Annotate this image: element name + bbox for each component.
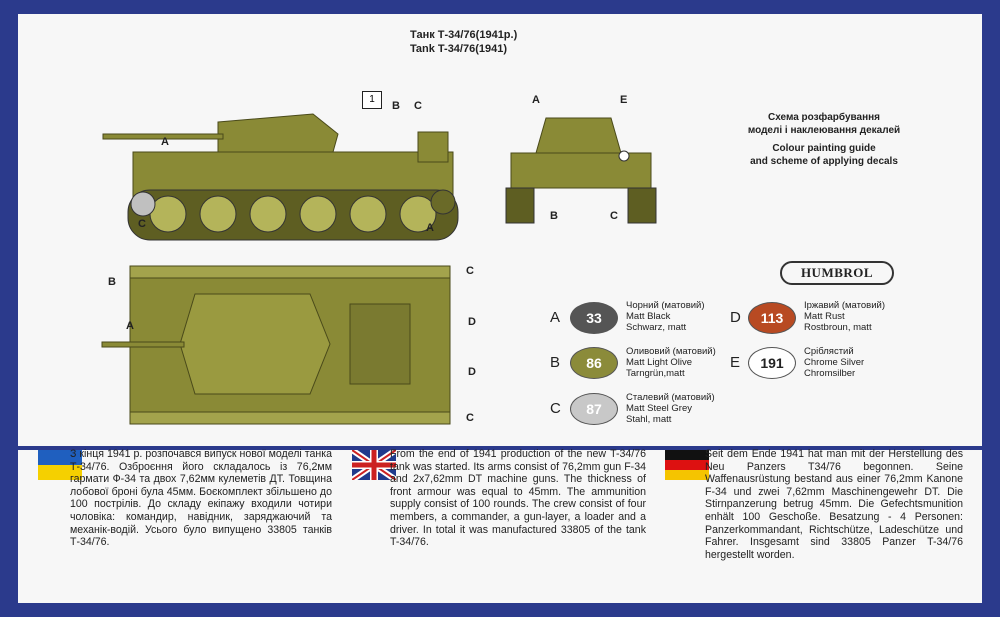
label-a-side-lower: A: [426, 222, 434, 234]
drive-sprocket: [430, 189, 456, 215]
label-c-side-lower: C: [138, 218, 146, 230]
turret-front: [535, 117, 622, 154]
label-a-front: A: [532, 94, 540, 106]
swatch-c-en: Matt Steel Grey: [626, 403, 692, 414]
painting-guide-area: Танк Т-34/76(1941р.) Tank T-34/76(1941) …: [18, 14, 982, 442]
road-wheel: [299, 195, 337, 233]
label-c-front: C: [610, 210, 618, 222]
swatch-b-de: Tarngrün,matt: [626, 368, 685, 379]
humbrol-logo: HUMBROL: [780, 261, 894, 285]
label-b-side: B: [392, 100, 400, 112]
instruction-sheet: Танк Т-34/76(1941р.) Tank T-34/76(1941) …: [18, 14, 982, 603]
germany-flag-icon: [665, 450, 709, 480]
swatch-letter-c: C: [550, 400, 561, 417]
swatch-b: 86: [570, 347, 618, 379]
guide-ua-line2: моделі і наклеювання декалей: [747, 124, 901, 136]
swatch-e-ua: Сріблястий: [804, 346, 854, 357]
swatch-a-ua: Чорний (матовий): [626, 300, 705, 311]
swatch-c-de: Stahl, matt: [626, 414, 672, 425]
swatch-e-de: Chromsilber: [804, 368, 856, 379]
road-wheel: [149, 195, 187, 233]
track-left: [505, 187, 535, 224]
headlight: [618, 150, 630, 162]
description-en: From the end of 1941 production of the n…: [390, 448, 646, 549]
swatch-letter-e: E: [730, 354, 741, 371]
swatch-b-en: Matt Light Olive: [626, 357, 692, 368]
engine-deck: [417, 131, 449, 163]
label-b-top: B: [108, 276, 116, 288]
painting-guide-heading: Схема розфарбування моделі і наклеювання…: [724, 112, 924, 168]
label-c-side: C: [414, 100, 422, 112]
swatch-e-text: Сріблястий Chrome Silver Chromsilber: [804, 346, 864, 379]
swatch-d-text: Іржавий (матовий) Matt Rust Rostbroun, m…: [804, 300, 885, 333]
road-wheel: [249, 195, 287, 233]
label-a-side: A: [161, 136, 169, 148]
swatch-e: 191: [748, 347, 796, 379]
swatch-d-en: Matt Rust: [804, 311, 845, 322]
turret-top: [179, 293, 331, 395]
swatch-letter-d: D: [730, 309, 741, 326]
tank-front-view: [505, 117, 657, 224]
guide-en-line2: and scheme of applying decals: [750, 155, 898, 167]
road-wheel: [349, 195, 387, 233]
track-right: [627, 187, 657, 224]
description-ua: З кінця 1941 р. розпочався випуск нової …: [70, 448, 332, 549]
swatch-c-text: Сталевий (матовий) Matt Steel Grey Stahl…: [626, 392, 715, 425]
swatch-d-ua: Іржавий (матовий): [804, 300, 885, 311]
swatch-letter-b: B: [550, 354, 561, 371]
turret-side: [217, 113, 339, 153]
swatch-letter-a: A: [550, 309, 561, 326]
gun-barrel: [102, 133, 224, 140]
sheet-title: Танк Т-34/76(1941р.) Tank T-34/76(1941): [410, 28, 517, 56]
gun-barrel-top: [101, 341, 185, 348]
decal-number-box: 1: [362, 91, 382, 109]
label-b-front: B: [550, 210, 558, 222]
hull-front: [510, 152, 652, 189]
label-e-front: E: [620, 94, 628, 106]
ukraine-flag-icon: [38, 450, 82, 480]
swatch-d-de: Rostbroun, matt: [804, 322, 872, 333]
road-wheel: [399, 195, 437, 233]
tank-side-view: [102, 113, 459, 241]
swatch-a-en: Matt Black: [626, 311, 671, 322]
guide-ua-line1: Схема розфарбування: [767, 112, 880, 123]
tank-top-view: [101, 265, 451, 425]
engine-grille: [349, 303, 411, 385]
fender-bottom: [129, 411, 451, 425]
road-wheel: [199, 195, 237, 233]
guide-en-line1: Colour painting guide: [772, 143, 876, 154]
swatch-d: 113: [748, 302, 796, 334]
swatch-b-text: Оливовий (матовий) Matt Light Olive Tarn…: [626, 346, 716, 379]
fender-top: [129, 265, 451, 279]
label-d-top-lower: D: [468, 366, 476, 378]
uk-flag-icon: [352, 450, 396, 480]
title-en: Tank T-34/76(1941): [410, 43, 508, 55]
swatch-b-ua: Оливовий (матовий): [626, 346, 716, 357]
idler-wheel: [130, 191, 156, 217]
label-a-top: A: [126, 320, 134, 332]
label-c-top: C: [466, 265, 474, 277]
section-divider: [18, 446, 982, 450]
label-d-top: D: [468, 316, 476, 328]
swatch-a-de: Schwarz, matt: [626, 322, 687, 333]
description-de: Seit dem Ende 1941 hat man mit der Herst…: [705, 448, 963, 561]
swatch-e-en: Chrome Silver: [804, 357, 865, 368]
title-ua: Танк Т-34/76(1941р.): [410, 29, 518, 41]
swatch-a: 33: [570, 302, 618, 334]
swatch-a-text: Чорний (матовий) Matt Black Schwarz, mat…: [626, 300, 705, 333]
swatch-c-ua: Сталевий (матовий): [626, 392, 715, 403]
swatch-c: 87: [570, 393, 618, 425]
label-c-top-lower: C: [466, 412, 474, 424]
